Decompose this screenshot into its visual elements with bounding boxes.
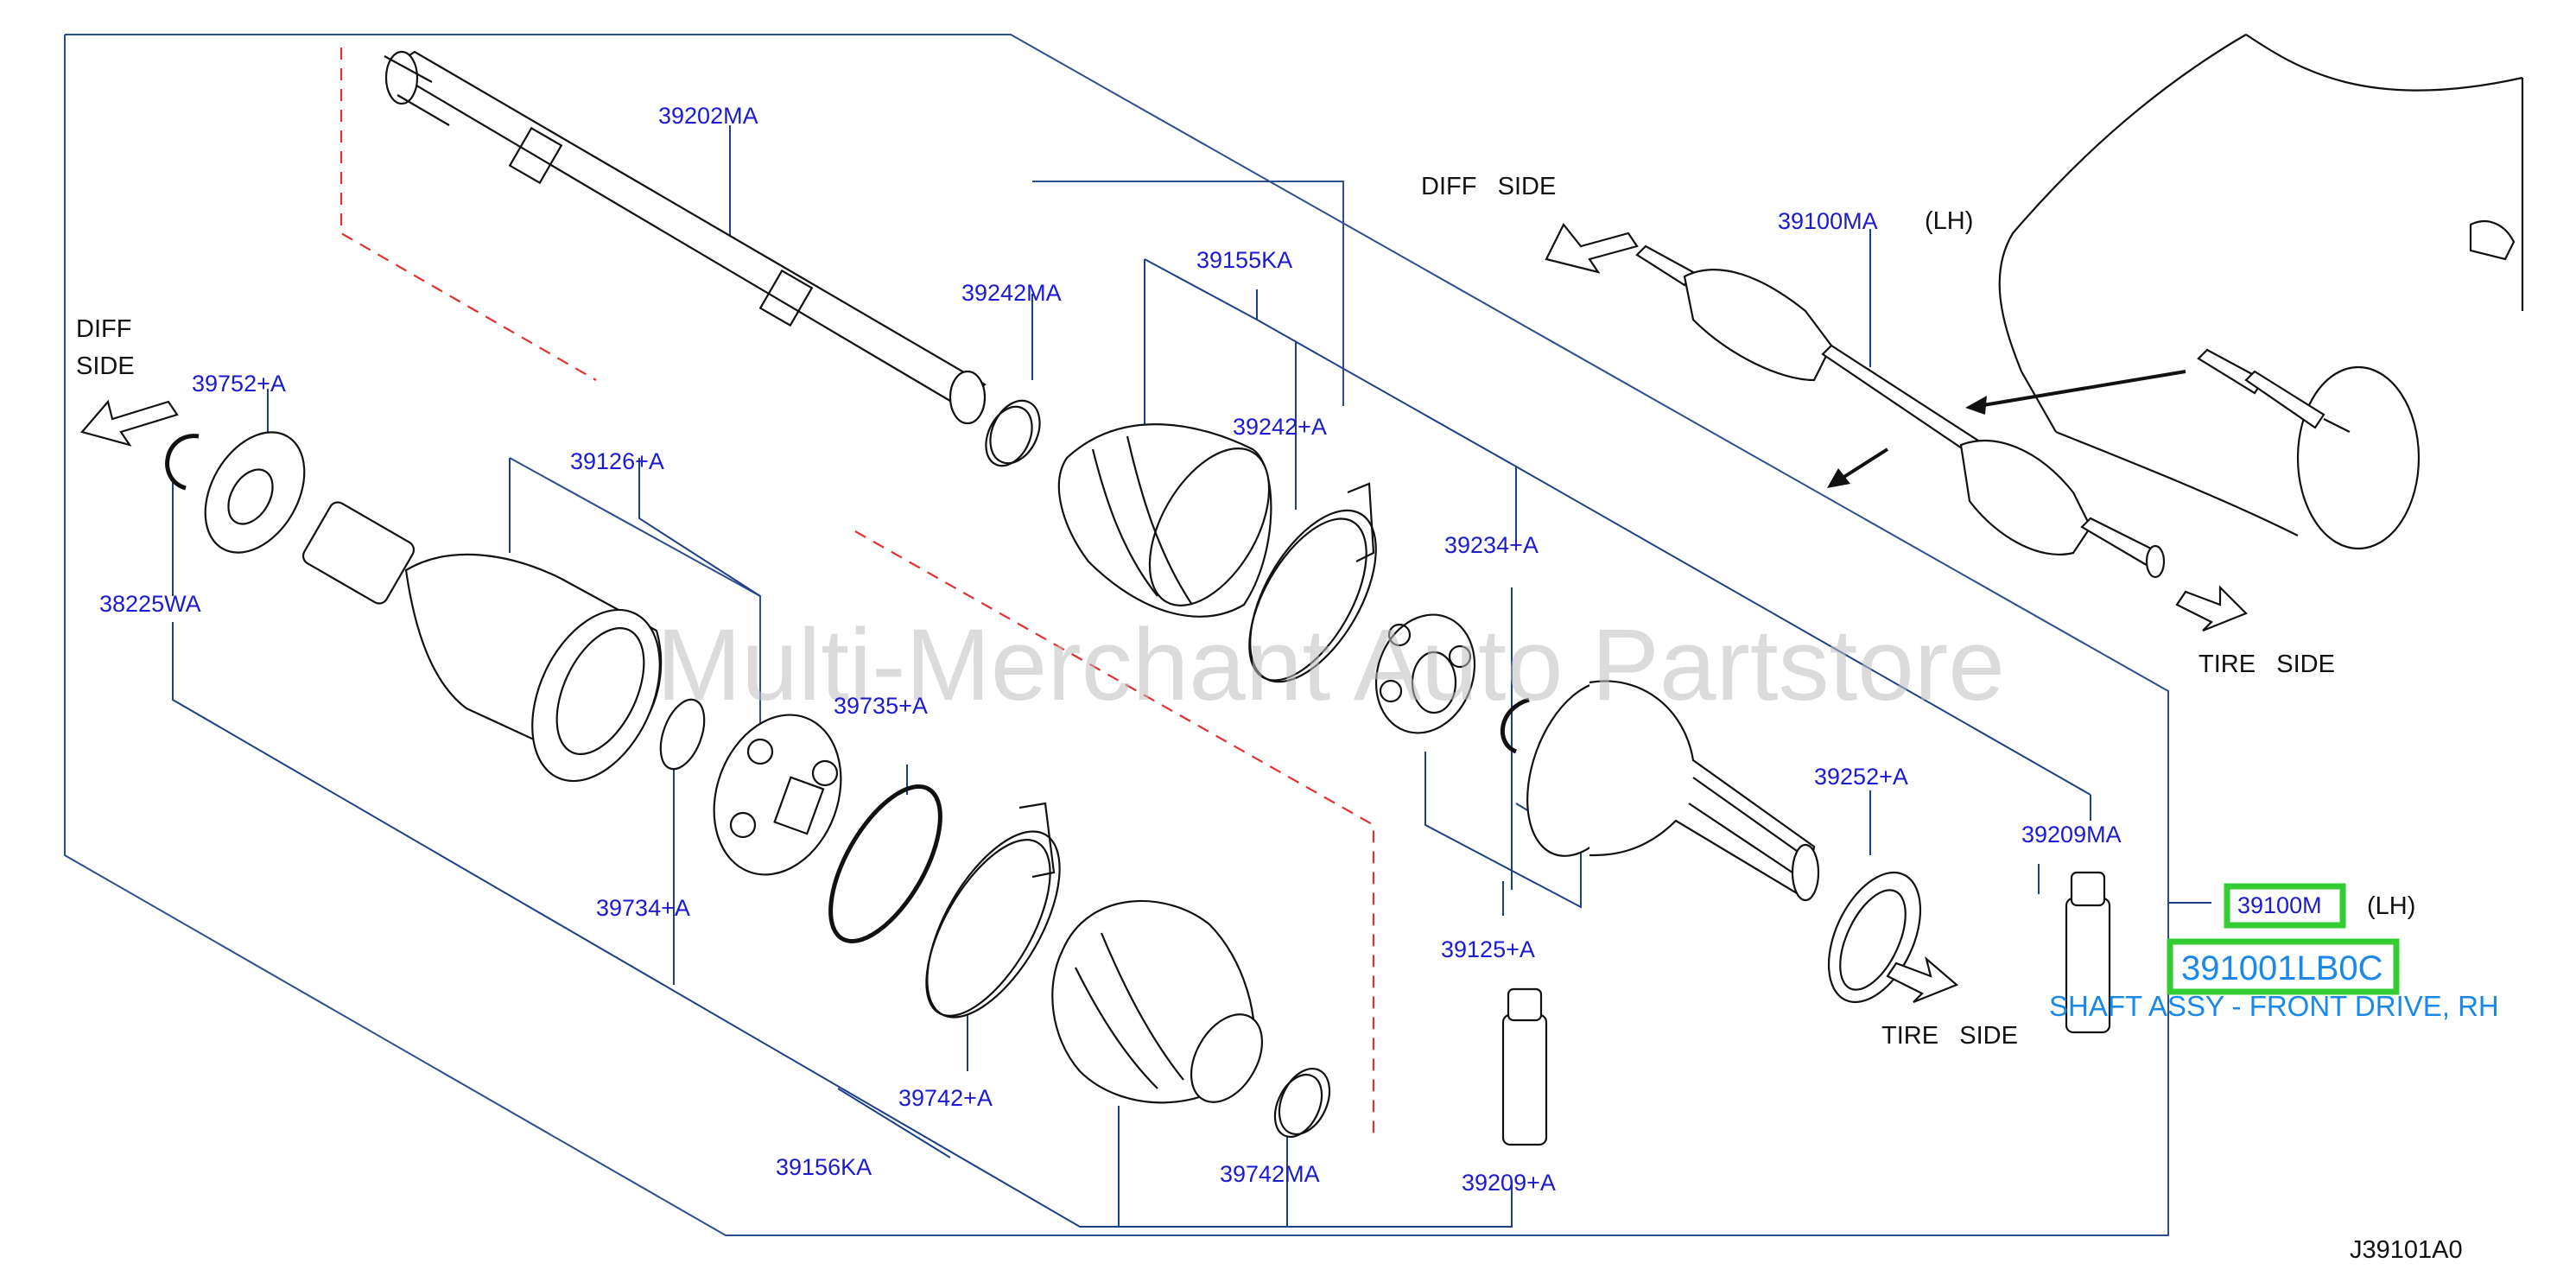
retaining-ring-part: [828, 784, 942, 943]
callout-39126A[interactable]: 39126+A: [570, 448, 664, 474]
callout-39242A[interactable]: 39242+A: [1233, 414, 1327, 440]
clamp-lower-part: [1273, 1068, 1331, 1139]
car-silhouette: [1998, 34, 2524, 550]
side-labels: DIFF SIDE DIFF SIDE TIRE SIDE TIRE SIDE …: [76, 173, 2415, 1050]
callout-39252A[interactable]: 39252+A: [1814, 764, 1908, 790]
grease-tube-right-part: [2065, 871, 2111, 1034]
callout-39735A[interactable]: 39735+A: [834, 693, 928, 719]
callout-39155KA[interactable]: 39155KA: [1196, 247, 1292, 273]
lh-right-label: (LH): [2367, 892, 2415, 920]
highlight-box-39100M: [2224, 883, 2346, 929]
band-clamp-upper-part: [1248, 482, 1377, 683]
direction-arrows: [80, 222, 2248, 1004]
tripod-spider-part: [713, 714, 842, 876]
callout-39202MA[interactable]: 39202MA: [658, 103, 758, 129]
callout-39156KA[interactable]: 39156KA: [776, 1154, 872, 1180]
assembled-shaft-part: [1635, 244, 2166, 579]
boot-upper-part: [1057, 423, 1272, 618]
callout-39125A[interactable]: 39125+A: [1441, 936, 1535, 962]
callout-39100MA[interactable]: 39100MA: [1778, 208, 1878, 234]
tire-side-top-label: TIRE SIDE: [2198, 651, 2335, 678]
inner-shaft-part: [384, 50, 987, 425]
washer-part: [165, 431, 306, 554]
diagram-code: J39101A0: [2350, 1236, 2463, 1264]
callout-39234A[interactable]: 39234+A: [1444, 532, 1539, 558]
highlighted-part-number[interactable]: 391001LB0C: [2181, 949, 2383, 987]
snap-ring-part: [659, 698, 706, 771]
watermark-text: Multi-Merchant Auto Partstore: [657, 608, 2005, 722]
grease-tube-left-part: [1501, 987, 1548, 1146]
callout-39100M[interactable]: 39100M: [2237, 892, 2322, 918]
callout-39742A[interactable]: 39742+A: [898, 1085, 993, 1111]
highlighted-part: 391001LB0C SHAFT ASSY - FRONT DRIVE, RH: [2049, 883, 2499, 1022]
diff-side-top-label: DIFF SIDE: [1421, 173, 1556, 200]
callout-39742MA[interactable]: 39742MA: [1220, 1161, 1320, 1187]
callout-39242MA[interactable]: 39242MA: [961, 280, 1062, 306]
clamp-small-part: [985, 399, 1041, 467]
callout-39752A[interactable]: 39752+A: [192, 371, 286, 397]
band-clamp-lower-part: [925, 802, 1061, 1019]
tire-side-bottom-label: TIRE SIDE: [1881, 1022, 2018, 1050]
lh-top-label: (LH): [1925, 207, 1973, 235]
callout-38225WA[interactable]: 38225WA: [99, 591, 201, 617]
dashed-boundaries: [339, 48, 1375, 1140]
callout-39209A[interactable]: 39209+A: [1462, 1170, 1556, 1196]
inner-joint-housing-part: [301, 501, 663, 783]
diff-side-left-label-1: DIFF: [76, 315, 131, 343]
ball-cage-part: [1374, 613, 1530, 754]
part-callouts: 39202MA 39155KA 39242MA 39242+A 39752+A …: [99, 103, 2322, 1196]
callout-39734A[interactable]: 39734+A: [596, 895, 690, 921]
highlight-box-part-number: [2167, 938, 2400, 995]
boot-lower-part: [1051, 899, 1264, 1104]
outer-joint-part: [1526, 680, 1820, 902]
diff-side-left-label-2: SIDE: [76, 352, 135, 380]
callout-lines: [172, 125, 2211, 1228]
callout-39209MA[interactable]: 39209MA: [2021, 822, 2122, 847]
highlighted-part-description[interactable]: SHAFT ASSY - FRONT DRIVE, RH: [2049, 990, 2499, 1022]
